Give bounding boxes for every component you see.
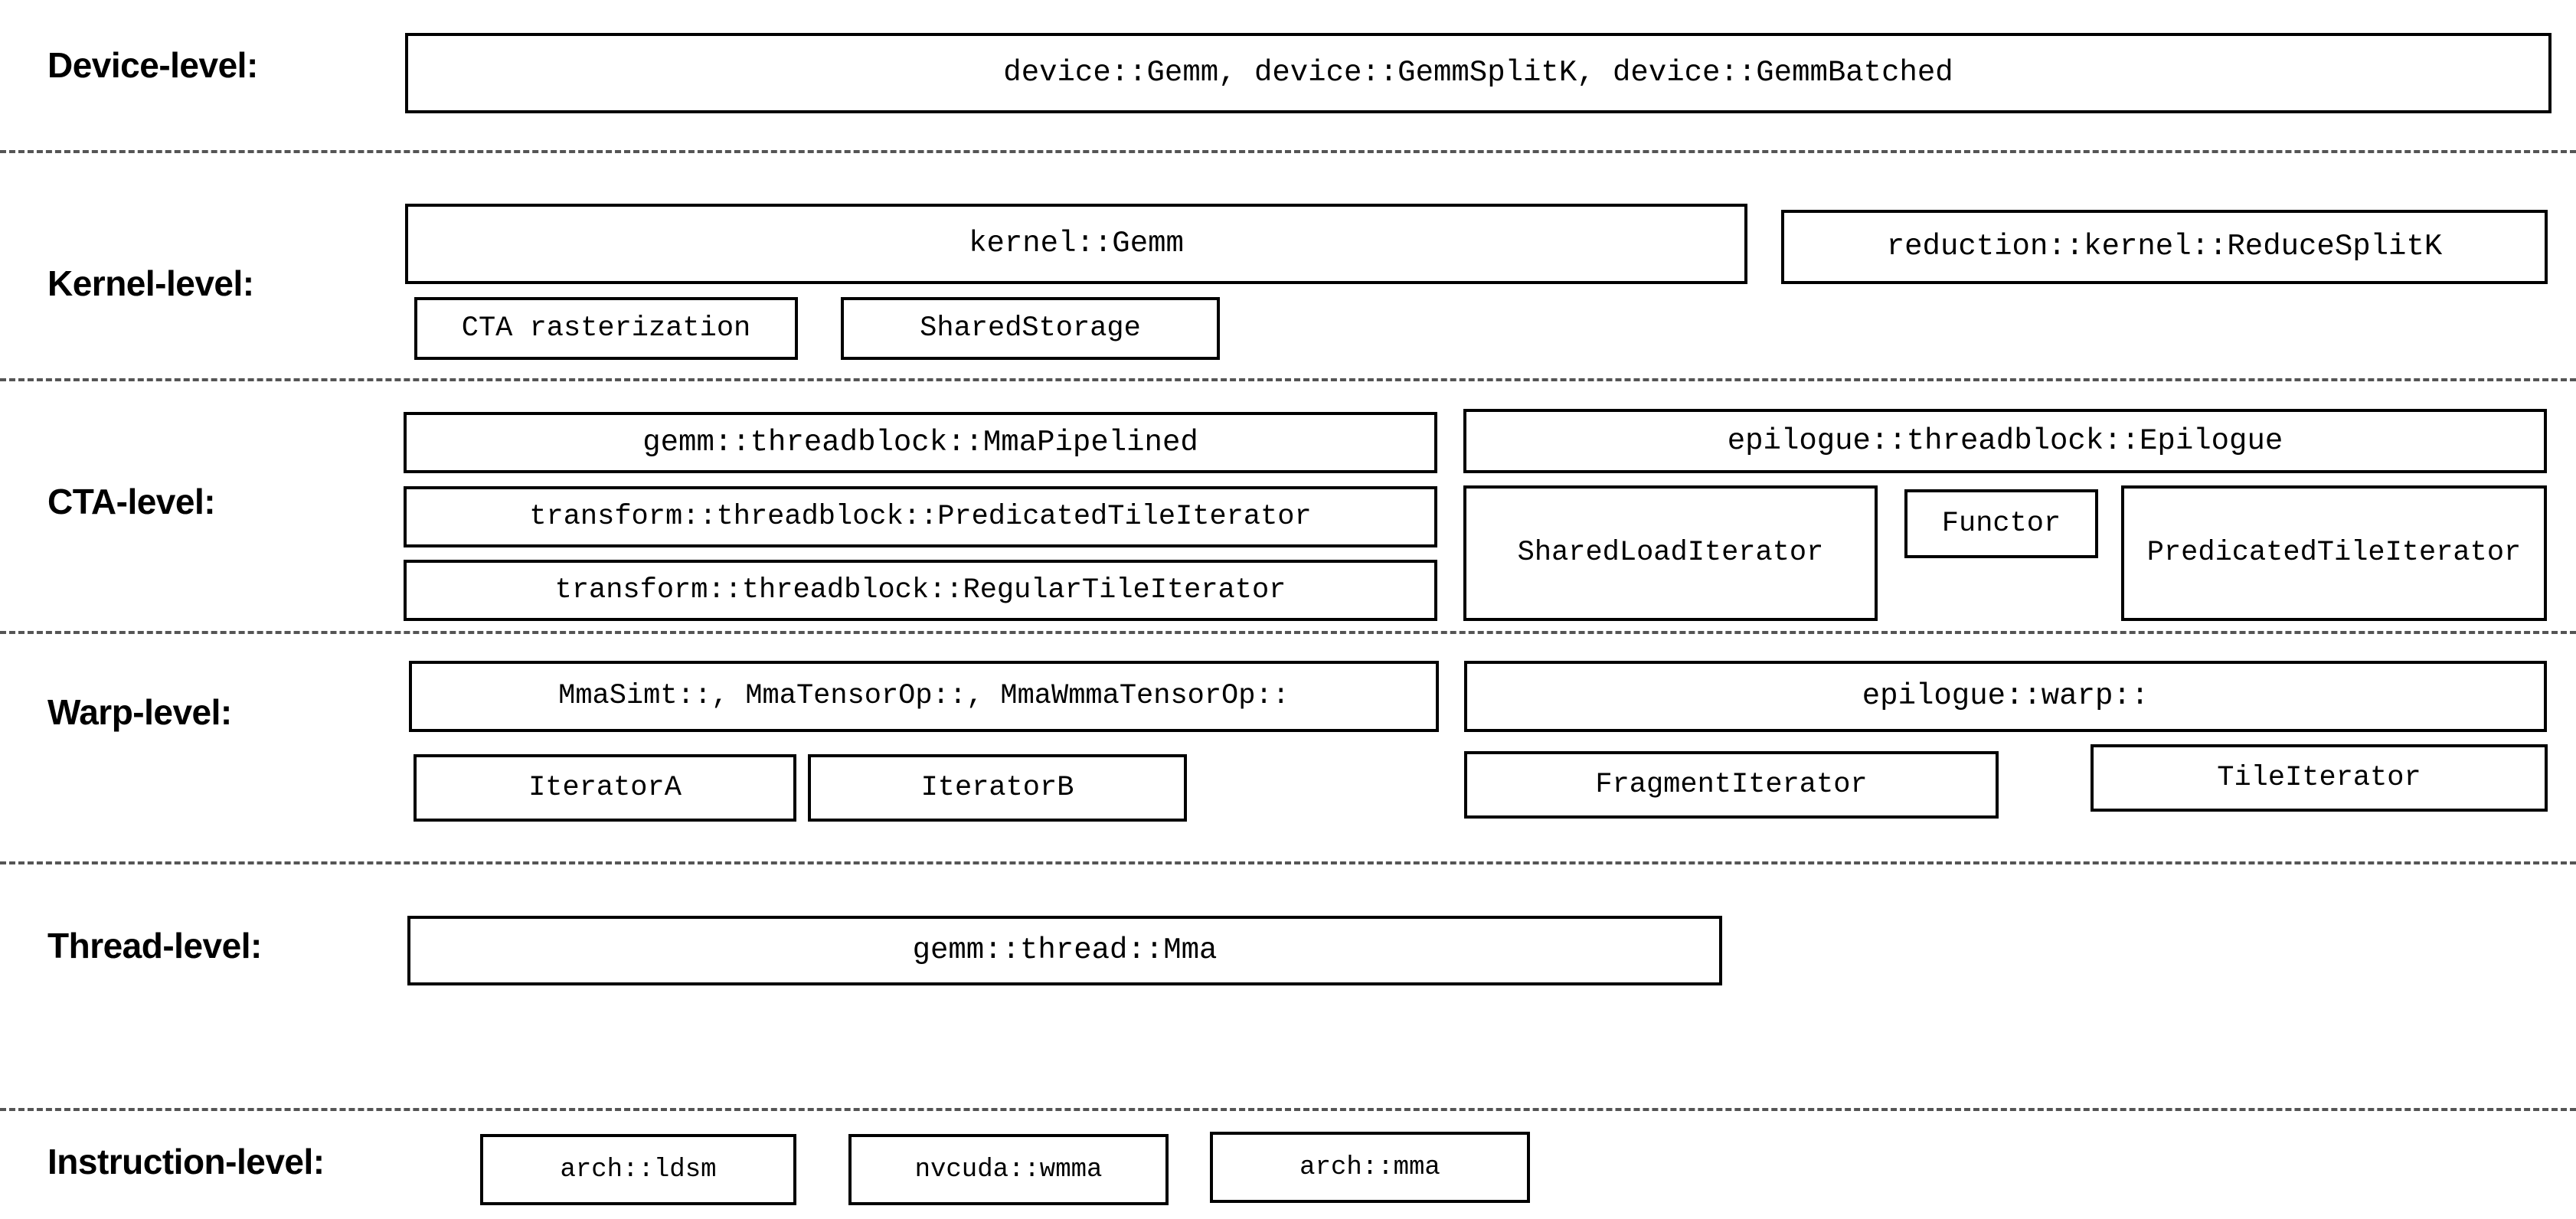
node-sharedloaditerator[interactable]: SharedLoadIterator xyxy=(1463,485,1878,621)
divider-device-kernel xyxy=(0,150,2576,153)
node-epilogue-threadblock-epilogue[interactable]: epilogue::threadblock::Epilogue xyxy=(1463,409,2547,473)
node-sharedloaditerator-text: SharedLoadIterator xyxy=(1517,537,1824,569)
node-gemm-thread-mma[interactable]: gemm::thread::Mma xyxy=(407,916,1722,985)
node-device-gemm-text: device::Gemm, device::GemmSplitK, device… xyxy=(1003,56,1953,90)
node-kernel-gemm-text: kernel::Gemm xyxy=(969,227,1184,260)
node-gemm-threadblock-mmapipelined-text: gemm::threadblock::MmaPipelined xyxy=(642,425,1198,459)
level-label-device: Device-level: xyxy=(47,45,258,85)
node-fragmentiterator[interactable]: FragmentIterator xyxy=(1464,751,1999,819)
node-device-gemm[interactable]: device::Gemm, device::GemmSplitK, device… xyxy=(405,33,2551,113)
node-iteratora-text: IteratorA xyxy=(528,771,682,804)
node-functor-text: Functor xyxy=(1941,507,2061,540)
node-mma-variants-text: MmaSimt::, MmaTensorOp::, MmaWmmaTensorO… xyxy=(558,680,1290,712)
node-mma-variants[interactable]: MmaSimt::, MmaTensorOp::, MmaWmmaTensorO… xyxy=(409,661,1439,732)
node-reduction-kernel-reducesplitk-text: reduction::kernel::ReduceSplitK xyxy=(1886,230,2443,263)
node-gemm-threadblock-mmapipelined[interactable]: gemm::threadblock::MmaPipelined xyxy=(404,412,1437,473)
node-iteratora[interactable]: IteratorA xyxy=(414,754,796,822)
node-shared-storage-text: SharedStorage xyxy=(920,312,1141,345)
node-epilogue-warp-text: epilogue::warp:: xyxy=(1862,679,2149,713)
divider-thread-instruction xyxy=(0,1108,2576,1111)
node-functor[interactable]: Functor xyxy=(1904,489,2098,558)
node-iteratorb[interactable]: IteratorB xyxy=(808,754,1187,822)
level-label-instruction: Instruction-level: xyxy=(47,1142,325,1181)
node-transform-threadblock-predicatedtileiterator-text: transform::threadblock::PredicatedTileIt… xyxy=(529,500,1312,533)
node-transform-threadblock-regulartileiterator[interactable]: transform::threadblock::RegularTileItera… xyxy=(404,560,1437,621)
node-transform-threadblock-regulartileiterator-text: transform::threadblock::RegularTileItera… xyxy=(554,574,1286,606)
node-epilogue-threadblock-epilogue-text: epilogue::threadblock::Epilogue xyxy=(1727,423,2283,458)
node-fragmentiterator-text: FragmentIterator xyxy=(1595,768,1868,801)
node-reduction-kernel-reducesplitk[interactable]: reduction::kernel::ReduceSplitK xyxy=(1781,210,2548,284)
node-nvcuda-wmma-text: nvcuda::wmma xyxy=(914,1155,1103,1185)
node-kernel-gemm[interactable]: kernel::Gemm xyxy=(405,204,1747,284)
node-predicatedtileiterator[interactable]: PredicatedTileIterator xyxy=(2121,485,2547,621)
node-arch-ldsm-text: arch::ldsm xyxy=(560,1155,717,1185)
level-label-thread: Thread-level: xyxy=(47,926,262,966)
node-predicatedtileiterator-text: PredicatedTileIterator xyxy=(2146,537,2522,569)
node-cta-rasterization[interactable]: CTA rasterization xyxy=(414,297,798,360)
node-transform-threadblock-predicatedtileiterator[interactable]: transform::threadblock::PredicatedTileIt… xyxy=(404,486,1437,547)
node-tileiterator-text: TileIterator xyxy=(2217,761,2421,794)
node-epilogue-warp[interactable]: epilogue::warp:: xyxy=(1464,661,2547,732)
node-arch-ldsm[interactable]: arch::ldsm xyxy=(480,1134,796,1205)
divider-cta-warp xyxy=(0,631,2576,634)
divider-kernel-cta xyxy=(0,378,2576,381)
node-iteratorb-text: IteratorB xyxy=(920,771,1074,804)
node-arch-mma-text: arch::mma xyxy=(1299,1152,1440,1182)
node-gemm-thread-mma-text: gemm::thread::Mma xyxy=(912,933,1218,967)
node-tileiterator[interactable]: TileIterator xyxy=(2091,744,2548,812)
node-cta-rasterization-text: CTA rasterization xyxy=(461,312,751,345)
level-label-warp: Warp-level: xyxy=(47,692,232,732)
level-label-cta: CTA-level: xyxy=(47,482,216,521)
node-nvcuda-wmma[interactable]: nvcuda::wmma xyxy=(848,1134,1169,1205)
node-arch-mma[interactable]: arch::mma xyxy=(1210,1132,1530,1203)
node-shared-storage[interactable]: SharedStorage xyxy=(841,297,1220,360)
divider-warp-thread xyxy=(0,861,2576,864)
level-label-kernel: Kernel-level: xyxy=(47,263,254,303)
